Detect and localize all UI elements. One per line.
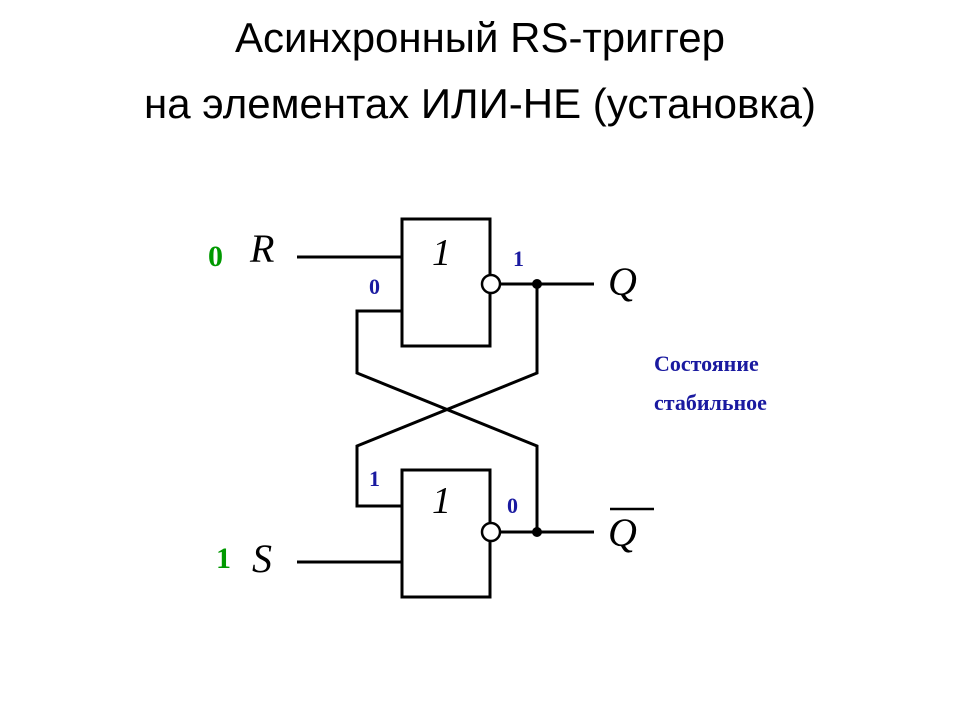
bottom-gate-feedback-value: 1 bbox=[369, 466, 380, 491]
input-r-name: R bbox=[249, 226, 274, 271]
state-note-line-1: Состояние bbox=[654, 351, 759, 376]
output-qbar-name: Q bbox=[608, 510, 637, 555]
input-r-value: 0 bbox=[208, 240, 223, 273]
junction-node-q bbox=[532, 279, 542, 289]
nor-gate-bottom: 1 bbox=[400, 468, 502, 599]
gate-bottom-symbol: 1 bbox=[432, 480, 451, 522]
title-line-2: на элементах ИЛИ-НЕ (установка) bbox=[144, 80, 816, 127]
wire-feedback-to-top-gate bbox=[355, 309, 539, 532]
output-q-value: 1 bbox=[513, 246, 524, 271]
title-line-1: Асинхронный RS-триггер bbox=[235, 14, 725, 61]
input-s-value: 1 bbox=[216, 542, 231, 575]
gate-top-symbol: 1 bbox=[432, 232, 451, 274]
top-gate-feedback-value: 0 bbox=[369, 274, 380, 299]
wire-feedback-to-bottom-gate bbox=[355, 284, 539, 508]
gate-bottom-body bbox=[400, 468, 492, 599]
wires bbox=[297, 255, 594, 564]
gate-top-inverter-bubble bbox=[480, 273, 502, 295]
nor-gate-top: 1 bbox=[400, 217, 502, 348]
gate-bottom-inverter-bubble bbox=[480, 521, 502, 543]
input-s-name: S bbox=[252, 536, 272, 581]
output-qbar-value: 0 bbox=[507, 493, 518, 518]
state-note-line-2: стабильное bbox=[654, 390, 767, 415]
junction-node-qbar bbox=[532, 527, 542, 537]
output-q-name: Q bbox=[608, 259, 637, 304]
gate-top-body bbox=[400, 217, 492, 348]
